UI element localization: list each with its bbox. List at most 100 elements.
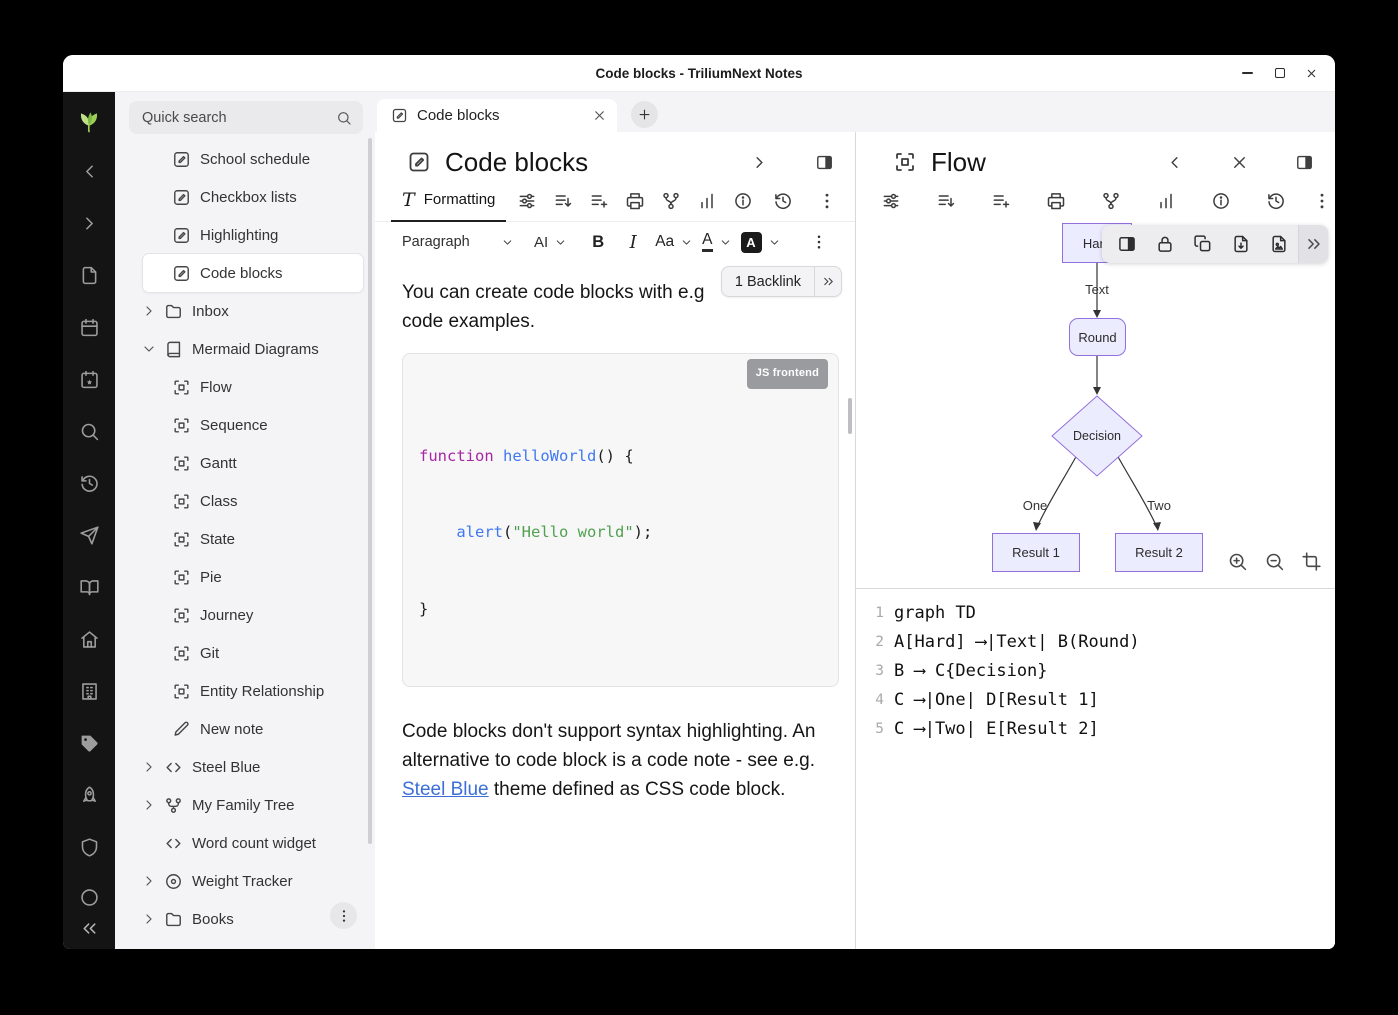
ai-dropdown[interactable]: AI [534, 234, 567, 251]
tree-item[interactable]: Sequence [115, 406, 375, 444]
rocket-button[interactable] [63, 769, 115, 821]
steel-blue-link[interactable]: Steel Blue [402, 779, 489, 800]
zoom-out-button[interactable] [1263, 550, 1285, 572]
tree-item[interactable]: Journey [115, 596, 375, 634]
tree-item[interactable]: Highlighting [115, 216, 375, 254]
note-info-button[interactable] [731, 189, 755, 213]
split-pane-button[interactable] [813, 151, 835, 173]
recent-changes-button[interactable] [63, 457, 115, 509]
new-tab-button[interactable] [631, 101, 658, 128]
tree-item[interactable]: Class [115, 482, 375, 520]
close-button[interactable] [1300, 62, 1323, 85]
expand-pane-button[interactable] [748, 151, 770, 173]
similar-notes-button[interactable] [1154, 189, 1178, 213]
text-case-dropdown[interactable]: Aa [655, 229, 693, 255]
note-content[interactable]: You can create code blocks with e.g code… [375, 262, 855, 949]
chevron-right-icon[interactable] [141, 911, 157, 927]
collapse-sidebar-button[interactable] [63, 907, 115, 949]
tree-scrollbar[interactable] [368, 138, 372, 844]
export-svg-button[interactable] [1222, 225, 1260, 263]
toolbar-more-button[interactable] [806, 229, 832, 255]
similar-notes-button[interactable] [695, 189, 719, 213]
copy-image-button[interactable] [1184, 225, 1222, 263]
shield-button[interactable] [63, 821, 115, 873]
revisions-button[interactable] [1264, 189, 1288, 213]
backlink-chip[interactable]: 1 Backlink [721, 266, 842, 297]
calendar-button[interactable] [63, 301, 115, 353]
background-color-dropdown[interactable]: A [741, 229, 781, 255]
mermaid-code-editor[interactable]: 1graph TD 2A[Hard] ⟶|Text| B(Round) 3B ⟶… [856, 588, 1335, 949]
forward-button[interactable] [63, 197, 115, 249]
basic-properties-button[interactable] [879, 189, 903, 213]
note-info-button[interactable] [1209, 189, 1233, 213]
tree-item-selected[interactable]: Code blocks [143, 254, 363, 292]
bold-button[interactable]: B [585, 229, 611, 255]
tab-close-icon[interactable] [592, 108, 607, 123]
revisions-button[interactable] [771, 189, 795, 213]
italic-button[interactable]: I [620, 229, 646, 255]
chevron-right-icon[interactable] [141, 797, 157, 813]
reset-zoom-button[interactable] [1300, 550, 1322, 572]
flow-title[interactable]: Flow [931, 147, 1149, 178]
tree-item[interactable]: Statistics [115, 938, 375, 949]
tree-item[interactable]: Gantt [115, 444, 375, 482]
tree-item[interactable]: Steel Blue [115, 748, 375, 786]
app-logo[interactable] [72, 92, 106, 145]
note-map-button[interactable] [1099, 189, 1123, 213]
tree-item[interactable]: Checkbox lists [115, 178, 375, 216]
quick-search[interactable] [129, 101, 363, 134]
chevron-right-icon[interactable] [141, 303, 157, 319]
basic-properties-button[interactable] [515, 189, 539, 213]
owned-attributes-button[interactable] [551, 189, 575, 213]
toggle-editor-button[interactable] [1108, 225, 1146, 263]
tree-item[interactable]: New note [115, 710, 375, 748]
tree-item[interactable]: Mermaid Diagrams [115, 330, 375, 368]
paragraph-style-dropdown[interactable]: Paragraph [402, 234, 514, 250]
search-button[interactable] [63, 405, 115, 457]
ribbon-tab-formatting[interactable]: T Formatting [391, 180, 506, 222]
tree-item[interactable]: School schedule [115, 140, 375, 178]
chevron-right-icon[interactable] [141, 873, 157, 889]
close-pane-button[interactable] [1228, 151, 1250, 173]
partial-button[interactable] [63, 873, 115, 907]
quick-search-input[interactable] [142, 110, 336, 126]
inherited-attributes-button[interactable] [587, 189, 611, 213]
tree-item[interactable]: Pie [115, 558, 375, 596]
tree-item[interactable]: Weight Tracker [115, 862, 375, 900]
code-block[interactable]: JS frontend function helloWorld() { aler… [402, 353, 839, 687]
tree-item[interactable]: Flow [115, 368, 375, 406]
tree-actions-button[interactable] [330, 902, 357, 929]
chevron-right-icon[interactable] [141, 759, 157, 775]
minimize-button[interactable] [1236, 62, 1259, 85]
home-button[interactable] [63, 613, 115, 665]
new-note-button[interactable] [63, 249, 115, 301]
backlink-expand-button[interactable] [814, 267, 841, 296]
export-png-button[interactable] [1260, 225, 1298, 263]
note-map-button[interactable] [659, 189, 683, 213]
chevron-down-icon[interactable] [141, 341, 157, 357]
back-button[interactable] [63, 145, 115, 197]
owned-attributes-button[interactable] [934, 189, 958, 213]
tree-item[interactable]: Inbox [115, 292, 375, 330]
split-pane-button[interactable] [1293, 151, 1315, 173]
tree-item[interactable]: State [115, 520, 375, 558]
font-color-dropdown[interactable]: A [702, 229, 731, 255]
note-menu-button[interactable] [815, 189, 839, 213]
tree-item[interactable]: Git [115, 634, 375, 672]
lock-button[interactable] [1146, 225, 1184, 263]
today-button[interactable] [63, 353, 115, 405]
collapse-toolbar-button[interactable] [1298, 225, 1328, 263]
tags-button[interactable] [63, 717, 115, 769]
send-button[interactable] [63, 509, 115, 561]
note-menu-button[interactable] [1310, 189, 1334, 213]
books-button[interactable] [63, 561, 115, 613]
maximize-button[interactable] [1268, 62, 1291, 85]
zoom-in-button[interactable] [1226, 550, 1248, 572]
move-pane-left-button[interactable] [1163, 151, 1185, 173]
note-title[interactable]: Code blocks [445, 147, 734, 178]
inherited-attributes-button[interactable] [989, 189, 1013, 213]
backlink-label[interactable]: 1 Backlink [722, 267, 814, 296]
content-scrollbar[interactable] [848, 398, 852, 434]
tab-code-blocks[interactable]: Code blocks [377, 99, 617, 132]
note-paths-button[interactable] [1044, 189, 1068, 213]
